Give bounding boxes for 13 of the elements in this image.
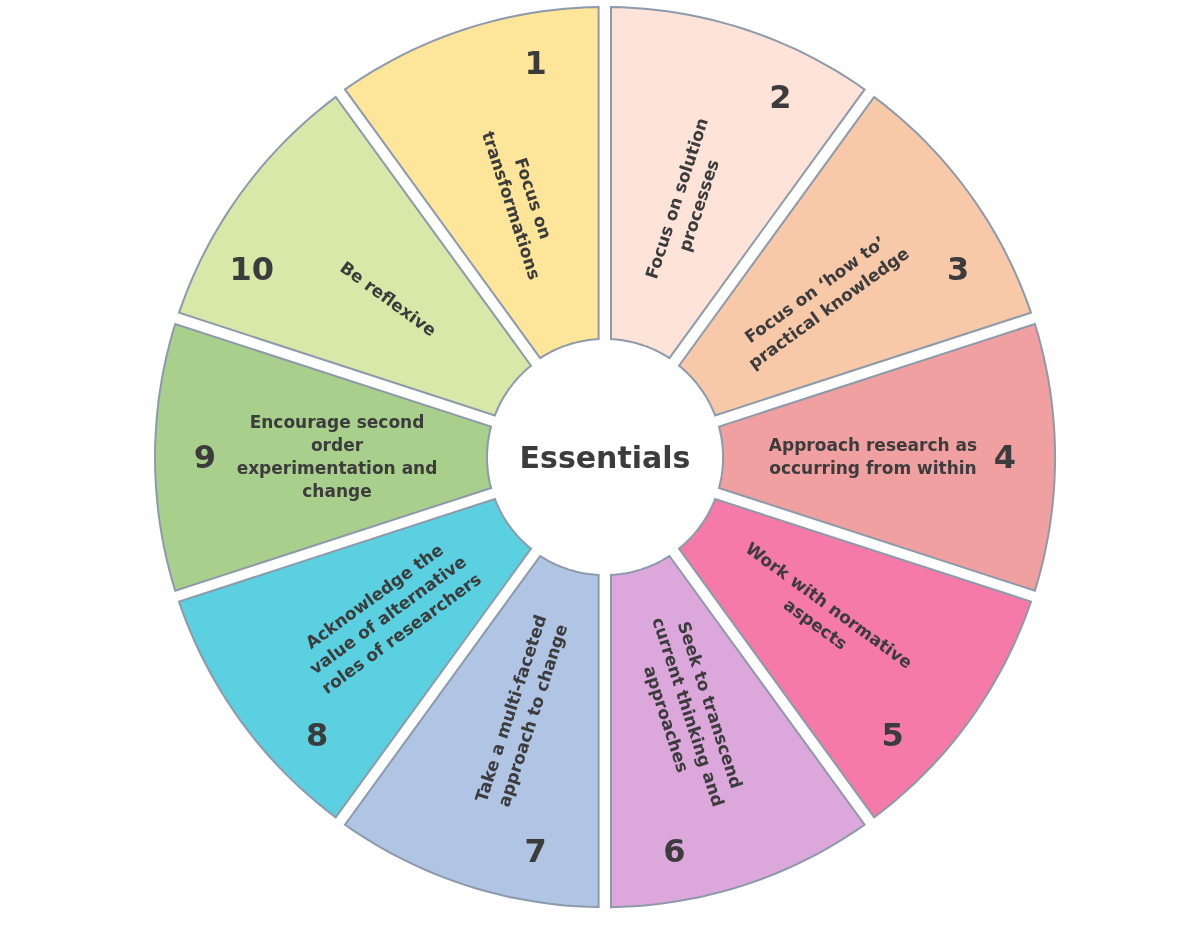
segment-number: 10 [229,250,275,289]
segment-number: 2 [769,78,792,117]
segment-text: Encourage second order experimentation and change [235,411,439,503]
center-title: Essentials [519,439,691,475]
segment-text: Approach research as occurring from within [768,434,978,480]
segment-number: 7 [524,831,547,870]
segment-number: 9 [193,438,217,476]
segment-number: 1 [524,44,547,83]
segment-number: 5 [881,715,904,754]
segment-number: 3 [947,250,970,289]
segment-number: 8 [306,715,329,754]
segment-number: 6 [663,831,686,870]
segment-number: 4 [993,438,1017,476]
